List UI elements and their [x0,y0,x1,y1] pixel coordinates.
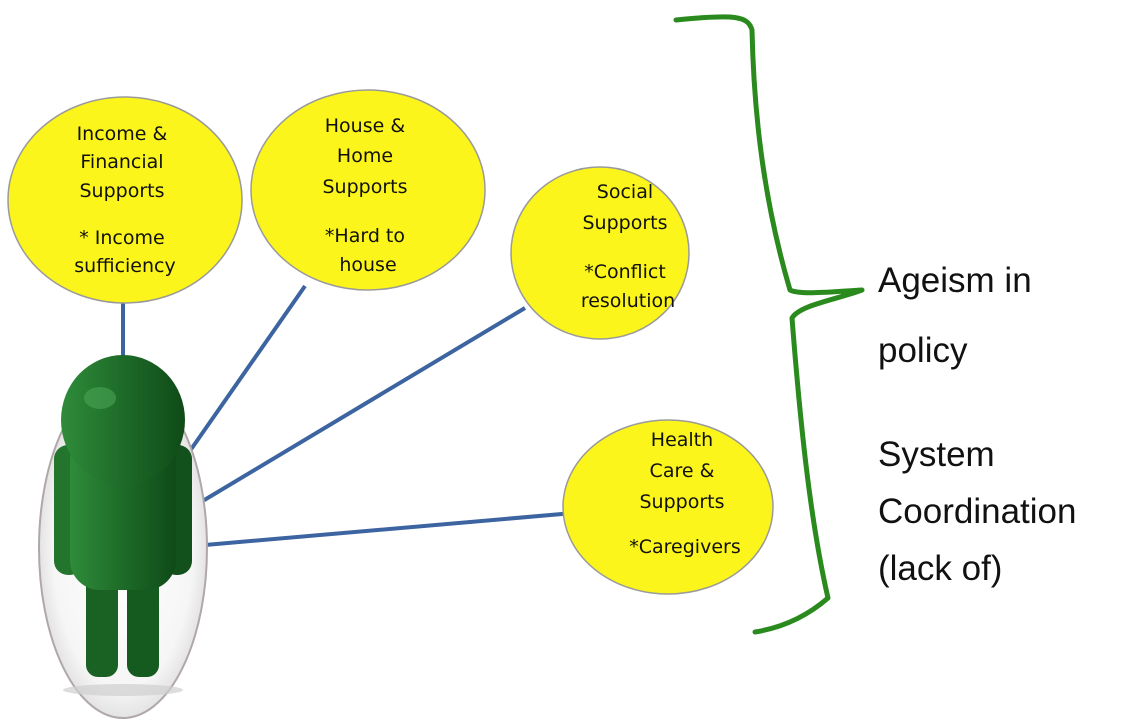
bubble-title-line: Home [337,145,393,167]
coordination-text: System Coordination (lack of) [878,435,1086,588]
connector-social [194,306,527,507]
bubble-title-line: Supports [582,212,667,234]
ageism-text: Ageism in policy [878,261,1041,370]
bubble-shape [250,89,486,291]
bubble-title-line: Supports [639,491,724,513]
bubble-social: Social Supports *Conflict resolution [510,166,690,340]
ageism-line: policy [878,331,968,370]
svg-text:Income & Financial: Income & Financial Supports * Income suf… [74,123,175,277]
bubble-title-line: Care & [650,460,715,482]
bubble-income: Income & Financial Supports * Income suf… [7,96,243,304]
bubble-shape [562,419,774,595]
svg-text:Health Care & Supp: Health Care & Supports *Caregivers [629,429,740,558]
bubble-house: House & Home Supports *Hard to house [250,89,486,291]
bubble-title-line: Health [651,429,713,451]
bubble-title-line: House & [325,115,406,137]
bubble-note-line: * Income [79,227,164,249]
person-figure-icon [38,355,208,719]
connector-health [204,510,586,547]
bubble-shape [510,166,690,340]
bubble-title-line: Social [597,181,653,203]
bubble-note-line: *Conflict [584,261,666,283]
coordination-line: System [878,435,995,474]
bubble-title-line: Income & [77,123,168,145]
svg-text:Social Supports *C: Social Supports *Conflict resolution [581,181,675,312]
curly-brace [673,14,865,635]
bubble-title-line: Supports [79,180,164,202]
coordination-line: Coordination [878,492,1076,531]
bubble-note-line: resolution [581,290,675,312]
coordination-line: (lack of) [878,549,1002,588]
bubble-title-line: Financial [80,151,163,173]
ageism-line: Ageism in [878,261,1032,300]
bubble-note-line: *Caregivers [629,536,740,558]
svg-text:House & Home Suppo: House & Home Supports *Hard to house [322,115,413,276]
bubble-note-line: *Hard to [325,225,405,247]
bubble-title-line: Supports [322,176,407,198]
bubble-health: Health Care & Supports *Caregivers [562,419,774,595]
connector-house [183,284,307,460]
bubble-note-line: sufficiency [74,255,175,277]
bubble-shape [7,96,243,304]
bubble-note-line: house [339,254,396,276]
